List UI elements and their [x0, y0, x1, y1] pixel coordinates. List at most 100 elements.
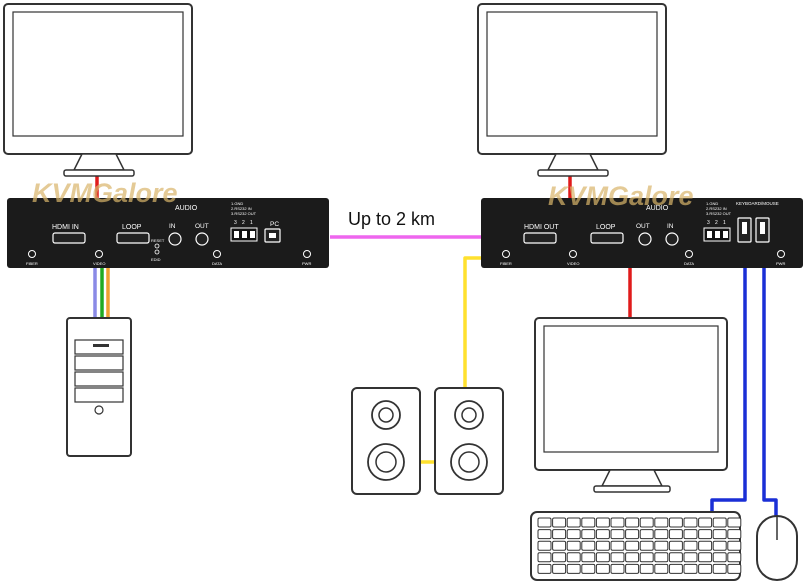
tx-led-data: [213, 250, 221, 258]
keyboard-key: [683, 540, 698, 551]
rx-hdmi-out-port[interactable]: [523, 232, 557, 244]
keyboard-key: [698, 563, 713, 574]
keyboard-key: [581, 552, 596, 563]
keyboard-key: [552, 540, 567, 551]
tx-pin-2: 2: [242, 220, 245, 226]
transmitter-unit: KVMGalore HDMI IN LOOP AUDIO IN OUT RESE…: [7, 178, 329, 268]
keyboard-key: [537, 552, 552, 563]
keyboard-key: [654, 563, 669, 574]
tx-hdmi-in-port[interactable]: [52, 232, 86, 244]
keyboard-key: [727, 563, 742, 574]
keyboard-key: [712, 517, 727, 528]
keyboard: [530, 511, 742, 581]
rx-audio-label: AUDIO: [646, 205, 669, 212]
keyboard-key: [639, 517, 654, 528]
keyboard-key: [654, 517, 669, 528]
keyboard-key: [639, 563, 654, 574]
keyboard-key: [712, 552, 727, 563]
pc-tower: [66, 317, 132, 457]
rx-audio-in-jack[interactable]: [665, 232, 679, 246]
rx-loop-port[interactable]: [590, 232, 624, 244]
mouse: [756, 515, 798, 581]
keyboard-key: [537, 563, 552, 574]
keyboard-key: [727, 529, 742, 540]
keyboard-key: [712, 529, 727, 540]
keyboard-key: [727, 552, 742, 563]
rx-led-video: [569, 250, 577, 258]
keyboard-key: [581, 517, 596, 528]
keyboard-key: [625, 552, 640, 563]
keyboard-key: [610, 517, 625, 528]
tx-audio-in-jack[interactable]: [168, 232, 182, 246]
keyboard-key: [610, 529, 625, 540]
keyboard-key: [566, 563, 581, 574]
tx-top-monitor: [3, 3, 193, 177]
keyboard-key: [595, 517, 610, 528]
keyboard-key: [668, 540, 683, 551]
keyboard-key: [566, 529, 581, 540]
rx-out-label: OUT: [636, 223, 650, 230]
rx-keyboard-cable: [710, 240, 747, 512]
keyboard-key: [552, 563, 567, 574]
keyboard-key: [610, 563, 625, 574]
keyboard-key: [639, 529, 654, 540]
rx-rs232-line2: 2.RS232 IN: [706, 206, 727, 211]
keyboard-key: [552, 529, 567, 540]
tx-led-video: [95, 250, 103, 258]
keyboard-key: [552, 552, 567, 563]
keyboard-key: [595, 552, 610, 563]
tx-led-pwr: [303, 250, 311, 258]
tx-loop-port[interactable]: [116, 232, 150, 244]
rx-pin-3: 3: [707, 220, 710, 226]
keyboard-key: [712, 540, 727, 551]
tx-led-video-label: VIDEO: [93, 261, 105, 266]
keyboard-key: [727, 540, 742, 551]
keyboard-key: [625, 540, 640, 551]
keyboard-key: [654, 529, 669, 540]
rx-watermark: KVMGalore: [548, 181, 694, 211]
keyboard-key: [698, 540, 713, 551]
tx-led-pwr-label: PWR: [302, 261, 311, 266]
rx-led-data-label: DATA: [684, 261, 694, 266]
rx-bottom-monitor: [534, 317, 728, 493]
keyboard-key: [698, 529, 713, 540]
rx-mouse-cable: [762, 240, 778, 516]
keyboard-key: [566, 517, 581, 528]
tx-reset-button[interactable]: [154, 243, 160, 249]
tx-edid-button[interactable]: [154, 249, 160, 255]
keyboard-key: [698, 552, 713, 563]
keyboard-key: [698, 517, 713, 528]
tx-rs232-line1: 1.GND: [231, 201, 243, 206]
pc-power-button: [94, 405, 104, 415]
rx-audio-out-jack[interactable]: [638, 232, 652, 246]
rx-keyboard-mouse-label: KEYBOARD/MOUSE: [736, 201, 779, 206]
keyboard-key: [610, 552, 625, 563]
tx-pin-3: 3: [234, 220, 237, 226]
keyboard-key: [668, 529, 683, 540]
tx-watermark: KVMGalore: [32, 178, 178, 208]
keyboard-key: [566, 540, 581, 551]
keyboard-key: [712, 563, 727, 574]
rx-pin-2: 2: [715, 220, 718, 226]
keyboard-key: [683, 552, 698, 563]
keyboard-key: [537, 529, 552, 540]
keyboard-key: [668, 563, 683, 574]
tx-pin-1: 1: [250, 220, 253, 226]
keyboard-key: [610, 540, 625, 551]
keyboard-key: [581, 540, 596, 551]
tx-in-label: IN: [169, 223, 176, 230]
speaker-left: [351, 387, 421, 495]
keyboard-key: [639, 552, 654, 563]
keyboard-key: [552, 517, 567, 528]
tx-audio-out-jack[interactable]: [195, 232, 209, 246]
keyboard-key: [654, 552, 669, 563]
keyboard-key: [595, 529, 610, 540]
rx-led-data: [685, 250, 693, 258]
receiver-unit: KVMGalore HDMI OUT LOOP AUDIO OUT IN 1.G…: [481, 181, 803, 268]
tx-loop-label: LOOP: [122, 224, 142, 231]
keyboard-key: [683, 529, 698, 540]
tx-led-fiber: [28, 250, 36, 258]
keyboard-key: [727, 517, 742, 528]
keyboard-key: [595, 563, 610, 574]
